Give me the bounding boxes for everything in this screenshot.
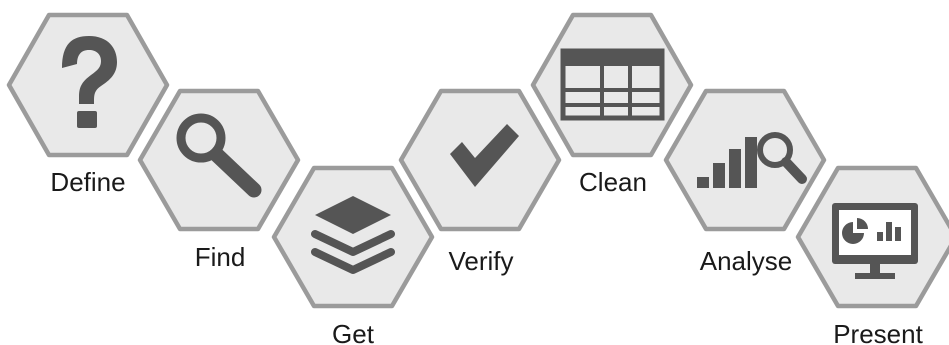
step-get: Get [271, 165, 435, 345]
step-label: Get [332, 319, 375, 345]
bar-chart-search-icon [697, 132, 807, 188]
hexagon [271, 165, 435, 309]
step-label: Verify [448, 246, 513, 276]
step-label: Clean [579, 167, 647, 197]
step-label: Analyse [700, 246, 793, 276]
hexagon [530, 12, 694, 158]
checkmark-icon [450, 124, 519, 187]
step-label: Find [195, 242, 246, 272]
step-find: Find [137, 88, 301, 272]
step-verify: Verify [398, 88, 562, 276]
step-clean: Clean [530, 12, 694, 197]
layers-icon [311, 196, 395, 274]
table-grid-icon [560, 48, 665, 121]
monitor-chart-icon [832, 203, 918, 279]
step-label: Present [833, 319, 923, 345]
step-define: Define [6, 12, 170, 197]
step-present: Present [795, 165, 949, 345]
step-label: Define [50, 167, 125, 197]
magnifier-icon [176, 113, 262, 198]
step-analyse: Analyse [663, 88, 827, 276]
question-mark-icon [62, 36, 117, 128]
